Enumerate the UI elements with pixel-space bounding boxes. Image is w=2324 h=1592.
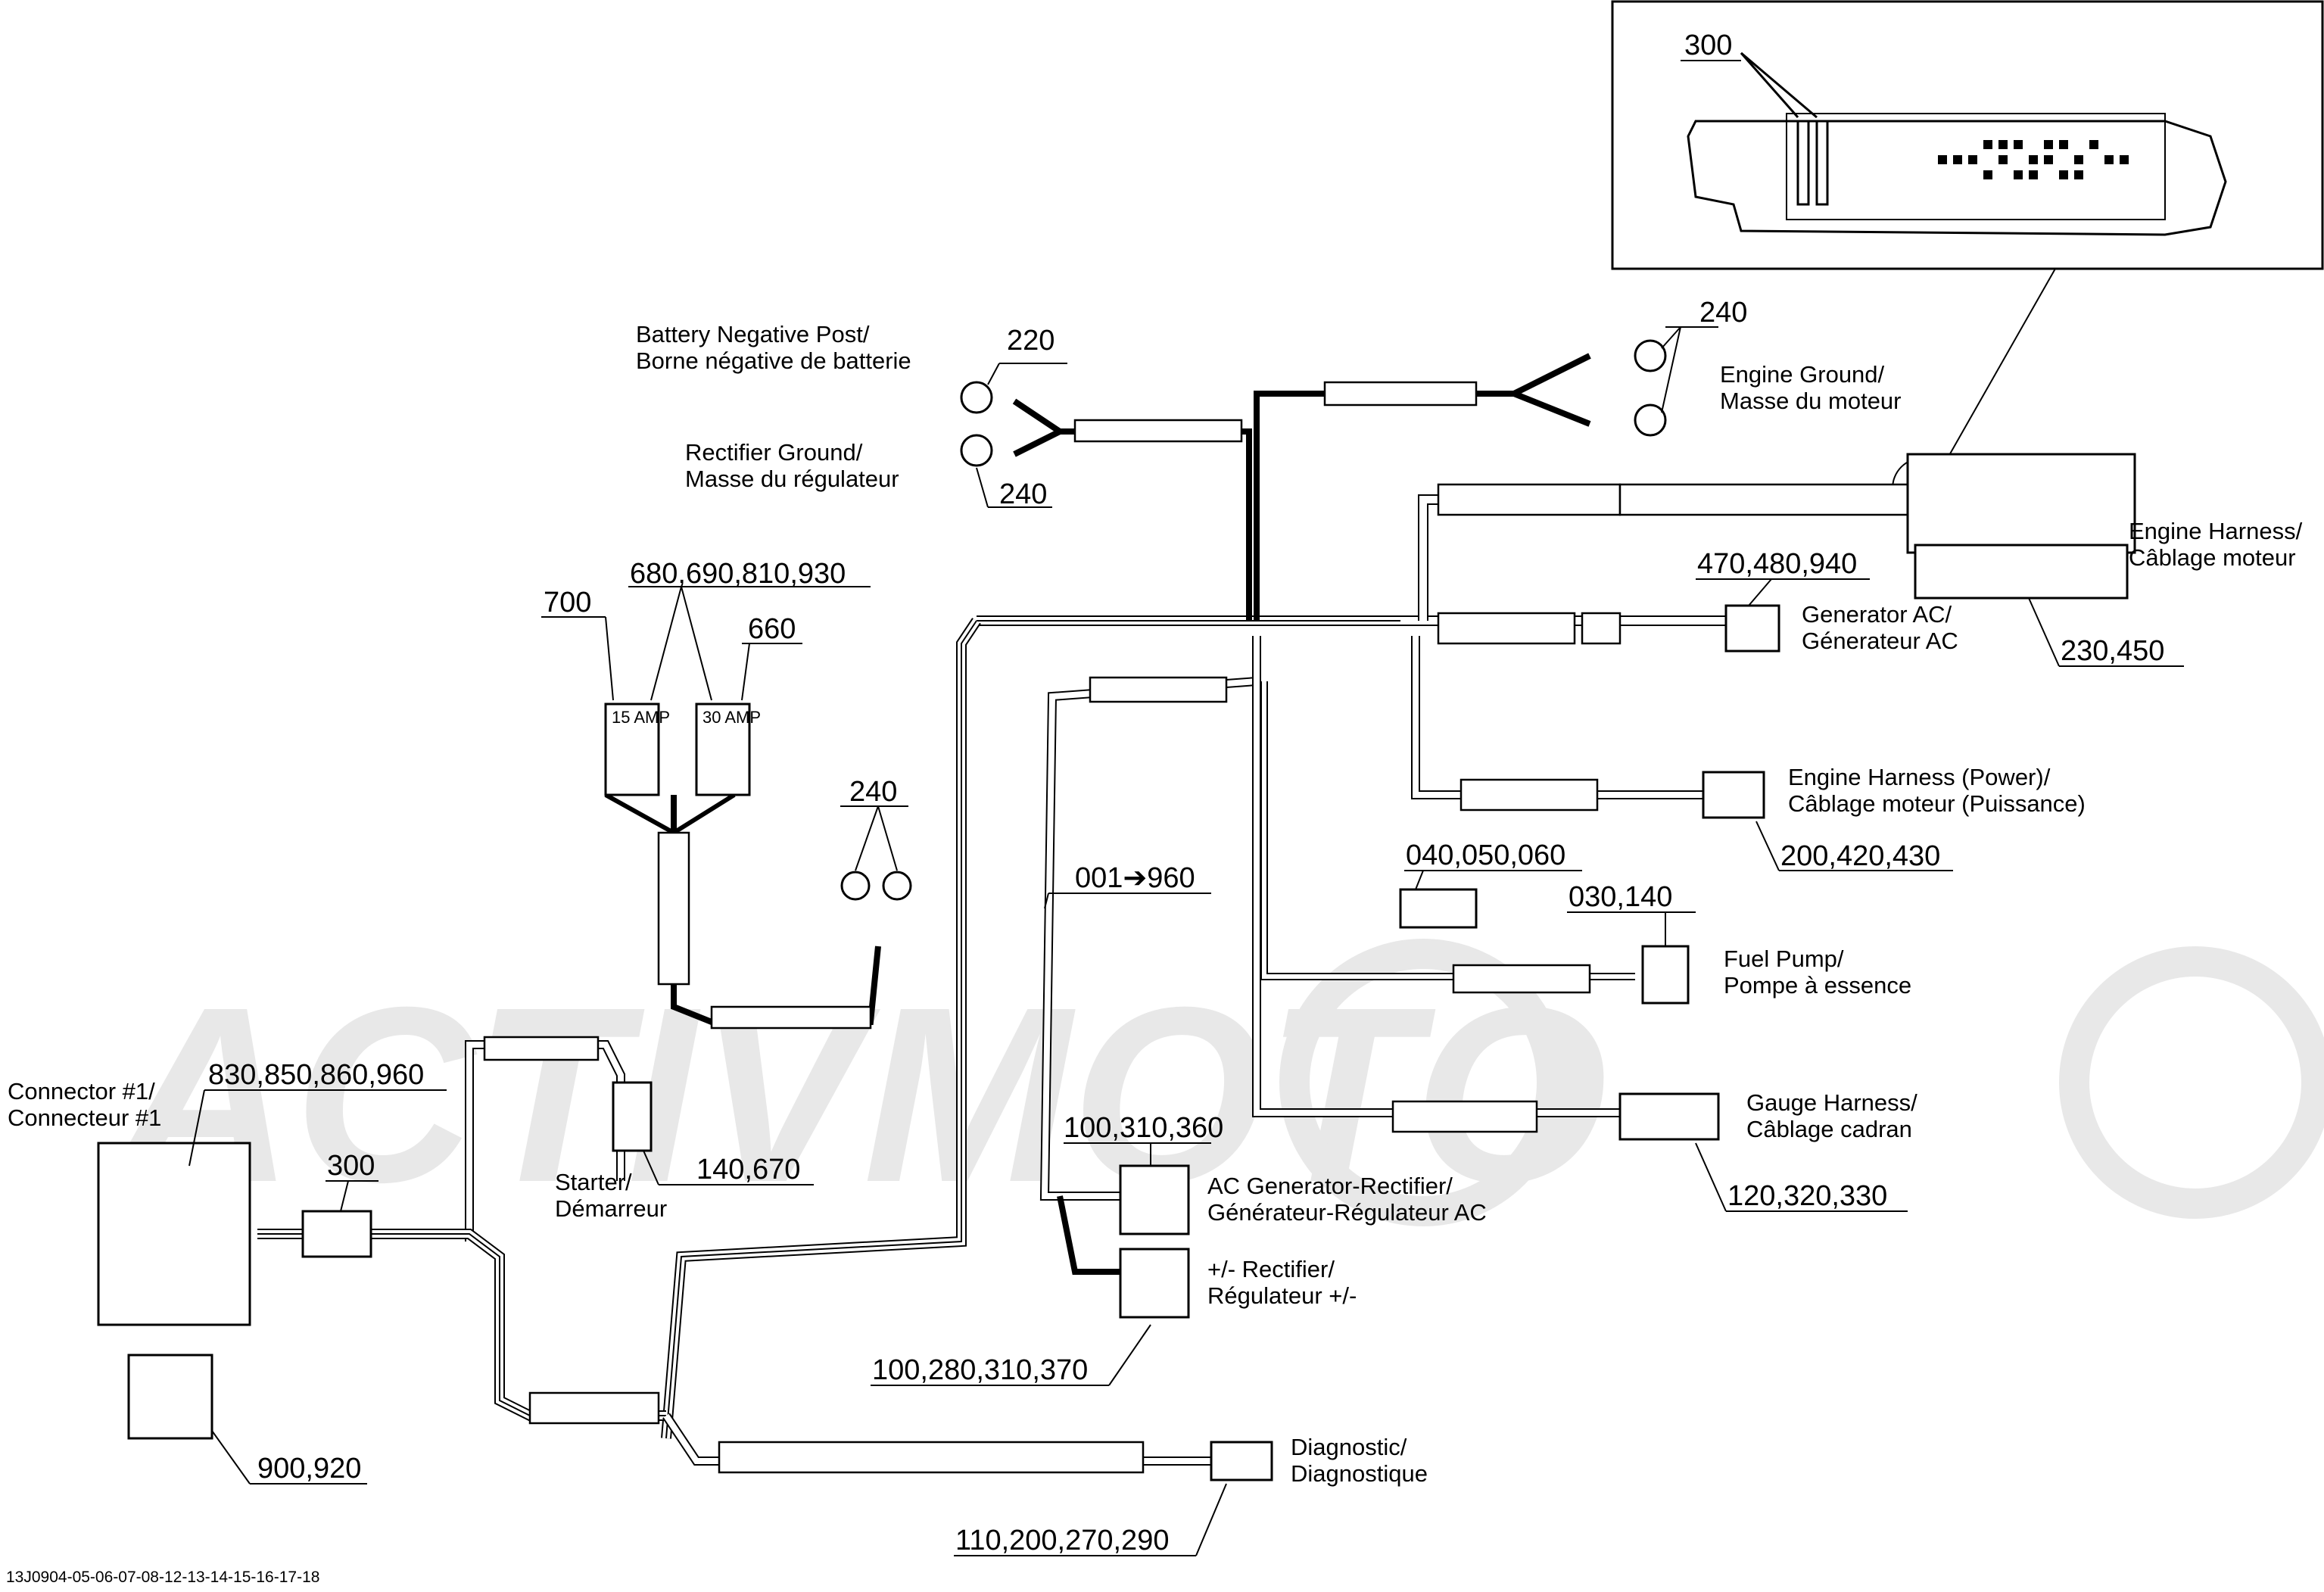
- callout-100a: 100,310,360: [1064, 1112, 1223, 1144]
- engine-harness-power-label-fr: Câblage moteur (Puissance): [1788, 790, 2086, 817]
- ac-gen-rect-label-fr: Générateur-Régulateur AC: [1207, 1199, 1487, 1226]
- connector1-label-en: Connector #1/: [8, 1078, 155, 1104]
- inset-terminal-2: [1815, 120, 1829, 206]
- callout-220: 220: [1007, 325, 1055, 357]
- engine-harness-power-label-en: Engine Harness (Power)/: [1788, 764, 2051, 790]
- engine-ground-label-fr: Masse du moteur: [1720, 388, 1902, 414]
- connector-1: [97, 1142, 251, 1326]
- callout-240-rectifier: 240: [999, 478, 1047, 510]
- ring-terminal-battery: [960, 381, 993, 414]
- fuel-pump-label-en: Fuel Pump/: [1724, 946, 1844, 972]
- callout-200: 200,420,430: [1780, 840, 1940, 872]
- connector-900-920: [127, 1354, 213, 1440]
- rectifier-pm-connector: [1119, 1248, 1190, 1319]
- callout-230: 230,450: [2061, 635, 2164, 667]
- starter-connector: [612, 1081, 653, 1152]
- connector1-label-fr: Connecteur #1: [8, 1104, 161, 1131]
- rectifier-ground-label-en: Rectifier Ground/: [685, 439, 863, 466]
- rectifier-ground-label-fr: Masse du régulateur: [685, 466, 899, 492]
- callouts: 220 240 240 700 680,690,810,930 660 240 …: [208, 297, 2164, 1556]
- gauge-harness-label-en: Gauge Harness/: [1746, 1089, 1917, 1116]
- connectors: [97, 339, 2136, 1481]
- battery-neg-label-fr: Borne négative de batterie: [636, 347, 911, 374]
- connector-300: [301, 1210, 372, 1258]
- gauge-harness-connector: [1618, 1092, 1720, 1141]
- engine-harness-label-fr: Câblage moteur: [2129, 544, 2296, 571]
- generator-ac-label-fr: Génerateur AC: [1802, 628, 1958, 654]
- callout-300-inset: 300: [1684, 30, 1732, 61]
- callout-240-mid: 240: [849, 776, 897, 808]
- callout-040: 040,050,060: [1406, 840, 1565, 871]
- callout-830: 830,850,860,960: [208, 1059, 424, 1091]
- engine-harness-connector: [1906, 453, 2136, 554]
- callout-700: 700: [544, 587, 591, 618]
- labels: Battery Negative Post/ Borne négative de…: [8, 321, 2303, 1487]
- fuse-15amp: [604, 703, 660, 796]
- fuse-left-label: 15 AMP: [612, 708, 670, 727]
- diagnostic-label-fr: Diagnostique: [1291, 1460, 1428, 1487]
- callout-300: 300: [327, 1150, 375, 1182]
- fuse-right-label: 30 AMP: [702, 708, 761, 727]
- callout-001: 001➔960: [1075, 862, 1195, 894]
- diagnostic-connector: [1210, 1441, 1273, 1481]
- callout-110: 110,200,270,290: [955, 1525, 1169, 1556]
- callout-660: 660: [748, 613, 796, 645]
- engine-harness-label-en: Engine Harness/: [2129, 518, 2303, 544]
- watermark: ACTIVMOTO: [106, 939, 2324, 1234]
- inset-detail: 300: [1611, 0, 2324, 270]
- engine-harness-connector-base: [1914, 544, 2129, 600]
- diagnostic-label-en: Diagnostic/: [1291, 1434, 1407, 1460]
- sleeves: [483, 381, 1909, 1474]
- callout-240-engine-ground: 240: [1699, 297, 1747, 329]
- callout-030: 030,140: [1569, 881, 1672, 913]
- fuel-pump-connector: [1641, 945, 1690, 1005]
- inset-terminal-1: [1796, 120, 1810, 206]
- callout-100b: 100,280,310,370: [872, 1354, 1088, 1386]
- ring-terminal-240-b: [882, 871, 912, 901]
- callout-680: 680,690,810,930: [630, 558, 846, 590]
- generator-ac-connector: [1724, 604, 1780, 653]
- footer-code: 13J0904-05-06-07-08-12-13-14-15-16-17-18: [6, 1569, 319, 1586]
- fuse-30amp: [695, 703, 751, 796]
- ac-gen-rect-label-en: AC Generator-Rectifier/: [1207, 1173, 1453, 1199]
- ring-terminal-engine-ground-2: [1634, 403, 1667, 437]
- leader-lines: [188, 326, 2184, 1556]
- generator-ac-label-en: Generator AC/: [1802, 601, 1952, 628]
- fuel-pump-label-fr: Pompe à essence: [1724, 972, 1911, 999]
- ring-terminal-240-a: [840, 871, 871, 901]
- rectifier-pm-label-fr: Régulateur +/-: [1207, 1282, 1357, 1309]
- engine-ground-label-en: Engine Ground/: [1720, 361, 1885, 388]
- battery-neg-label-en: Battery Negative Post/: [636, 321, 870, 347]
- rectifier-pm-label-en: +/- Rectifier/: [1207, 1256, 1335, 1282]
- callout-140: 140,670: [696, 1154, 800, 1185]
- callout-900: 900,920: [257, 1453, 361, 1485]
- callout-470: 470,480,940: [1697, 548, 1857, 580]
- gauge-harness-label-fr: Câblage cadran: [1746, 1116, 1912, 1142]
- callout-120: 120,320,330: [1727, 1180, 1887, 1212]
- ac-gen-rect-connector: [1119, 1164, 1190, 1235]
- pin-grid: [1938, 140, 2129, 179]
- ring-terminal-rectifier: [960, 434, 993, 467]
- ring-terminal-engine-ground-1: [1634, 339, 1667, 372]
- starter-label-fr: Démarreur: [555, 1195, 667, 1222]
- fuel-pump-inline-connector: [1399, 888, 1478, 929]
- engine-harness-power-connector: [1702, 771, 1765, 819]
- starter-label-en: Starter/: [555, 1169, 632, 1195]
